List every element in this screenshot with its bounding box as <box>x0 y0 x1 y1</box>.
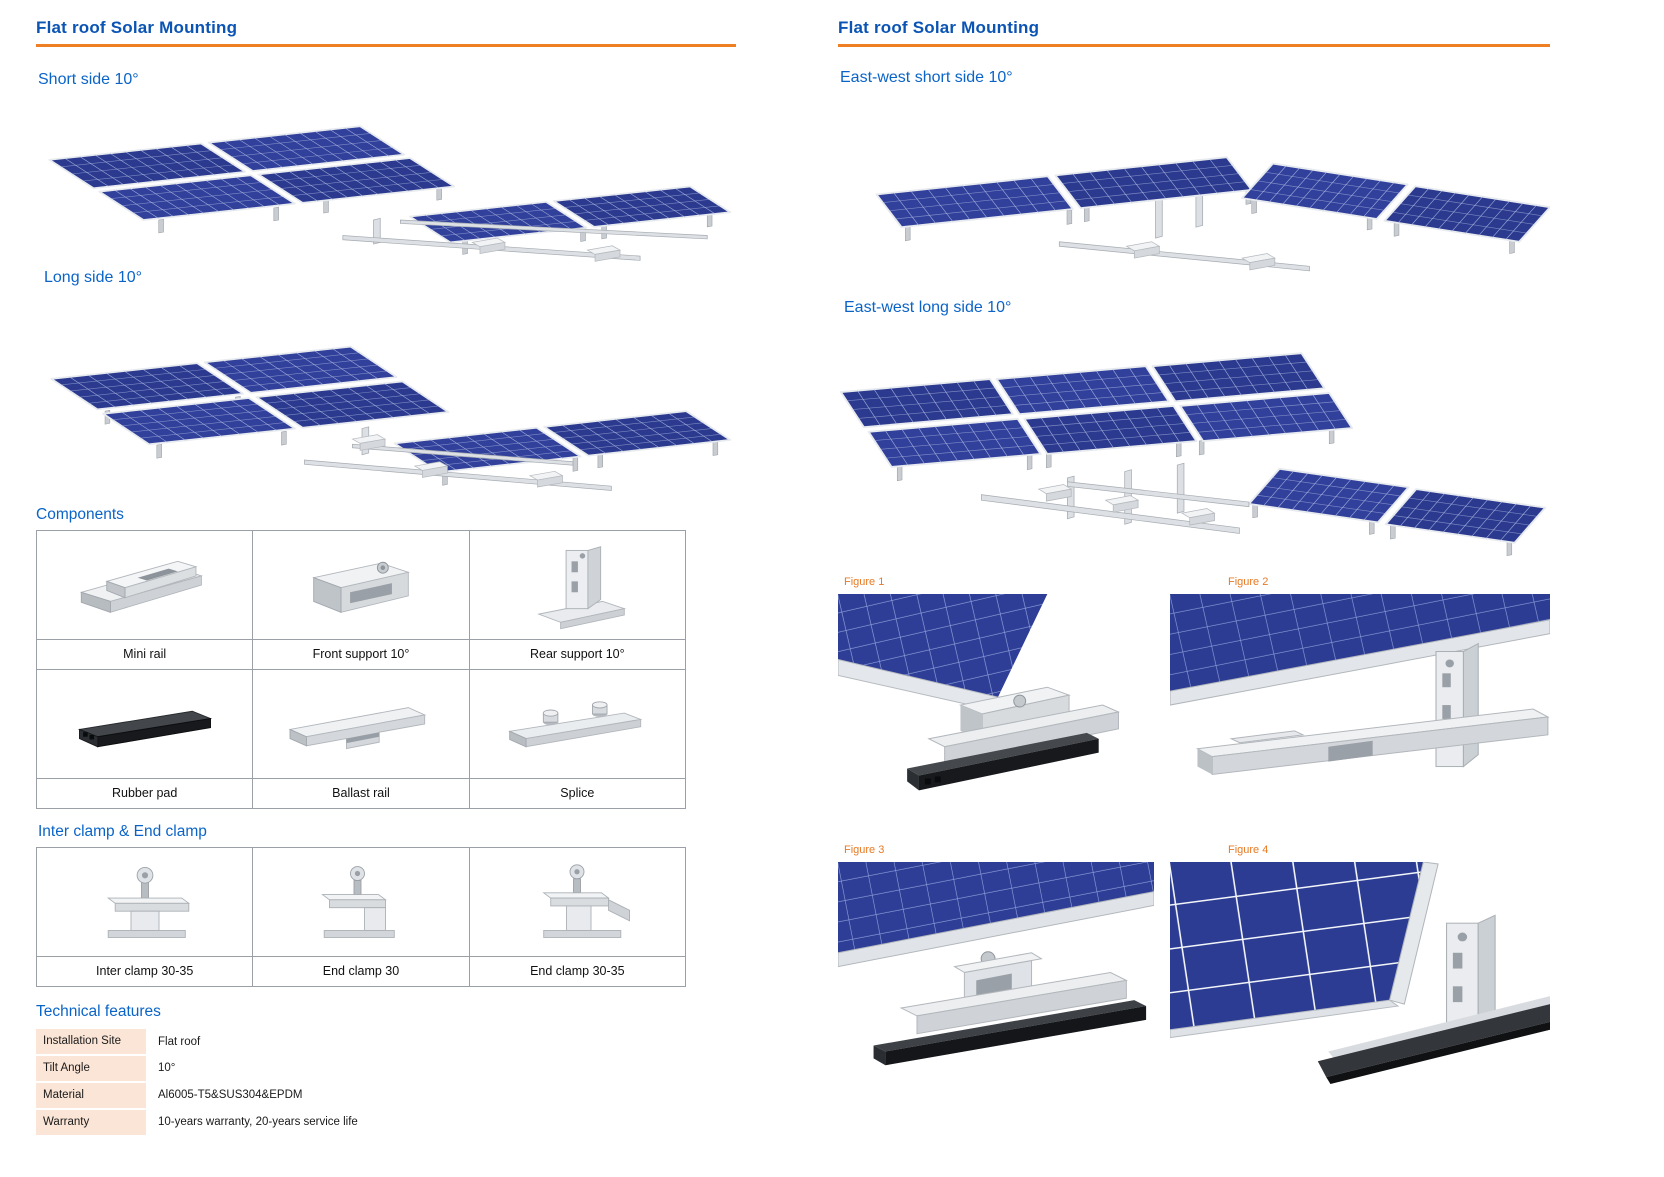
east-west-long-illustration <box>839 351 1547 556</box>
figure-2-image <box>1170 593 1550 832</box>
figure-4-label: Figure 4 <box>1228 843 1269 856</box>
short-side-label: Short side 10° <box>38 70 139 88</box>
front-support-image <box>252 529 470 640</box>
figure-4-cell: Figure 4 <box>1170 844 1550 1084</box>
figure-2-cell: Figure 2 <box>1170 576 1550 832</box>
figure-1-image <box>838 593 1154 832</box>
long-side-illustration <box>50 345 732 491</box>
page-title: Flat roof Solar Mounting <box>838 18 1040 37</box>
component-label: Ballast rail <box>252 777 470 809</box>
table-row: Material Al6005-T5&SUS304&EPDM <box>36 1081 589 1110</box>
component-label: Mini rail <box>35 638 254 670</box>
tech-key: Installation Site <box>36 1028 146 1056</box>
figure-3-image <box>838 861 1154 1084</box>
component-label: Rear support 10° <box>468 638 687 670</box>
end-clamp-30-image <box>252 846 470 957</box>
clamp-label: Inter clamp 30-35 <box>35 955 254 987</box>
components-table: Mini rail Front support 10° Rear support… <box>35 529 687 809</box>
figure-1-label: Figure 1 <box>844 575 885 588</box>
clamp-label: End clamp 30 <box>252 955 470 987</box>
tech-value: Flat roof <box>158 1035 201 1048</box>
component-label: Rubber pad <box>35 777 254 809</box>
inter-clamp-image <box>35 846 254 957</box>
technical-table: Installation Site Flat roof Tilt Angle 1… <box>36 1028 589 1137</box>
tech-key: Tilt Angle <box>36 1054 146 1083</box>
east-west-short-illustration <box>875 155 1550 271</box>
table-row: Tilt Angle 10° <box>36 1054 589 1083</box>
end-clamp-30-35-image <box>468 846 687 957</box>
tech-value: 10° <box>158 1062 176 1074</box>
page-title: Flat roof Solar Mounting <box>36 18 238 37</box>
short-side-illustration <box>48 124 732 262</box>
splice-image <box>468 668 687 779</box>
mini-rail-image <box>35 529 254 640</box>
title-underline <box>838 44 1550 47</box>
tech-value: Al6005-T5&SUS304&EPDM <box>158 1089 303 1101</box>
figures-grid: Figure 1 <box>838 576 1550 1084</box>
tech-key: Material <box>36 1081 146 1110</box>
table-row: Installation Site Flat roof <box>36 1028 589 1056</box>
figure-4-image <box>1170 861 1550 1084</box>
title-underline <box>36 44 736 47</box>
east-west-short-label: East-west short side 10° <box>840 68 1013 86</box>
figure-3-cell: Figure 3 <box>838 844 1154 1084</box>
clamps-table: Inter clamp 30-35 End clamp 30 End clamp… <box>35 846 687 987</box>
tech-value: 10-years warranty, 20-years service life <box>158 1116 358 1128</box>
rubber-pad-image <box>35 668 254 779</box>
long-side-label: Long side 10° <box>44 268 143 286</box>
clamp-heading: Inter clamp & End clamp <box>38 822 207 840</box>
ballast-rail-image <box>252 668 470 779</box>
rear-support-image <box>468 529 687 640</box>
figure-2-label: Figure 2 <box>1228 575 1269 588</box>
figure-3-label: Figure 3 <box>844 843 885 856</box>
left-page: Flat roof Solar Mounting Short side 10° … <box>35 18 736 1137</box>
tech-key: Warranty <box>36 1108 146 1137</box>
east-west-long-label: East-west long side 10° <box>844 298 1012 316</box>
components-heading: Components <box>36 505 124 523</box>
component-label: Splice <box>468 777 687 809</box>
figure-1-cell: Figure 1 <box>838 576 1154 832</box>
technical-heading: Technical features <box>36 1002 161 1020</box>
clamp-label: End clamp 30-35 <box>468 955 687 987</box>
component-label: Front support 10° <box>252 638 470 670</box>
table-row: Warranty 10-years warranty, 20-years ser… <box>36 1108 589 1137</box>
right-page: Flat roof Solar Mounting East-west short… <box>838 18 1550 1084</box>
